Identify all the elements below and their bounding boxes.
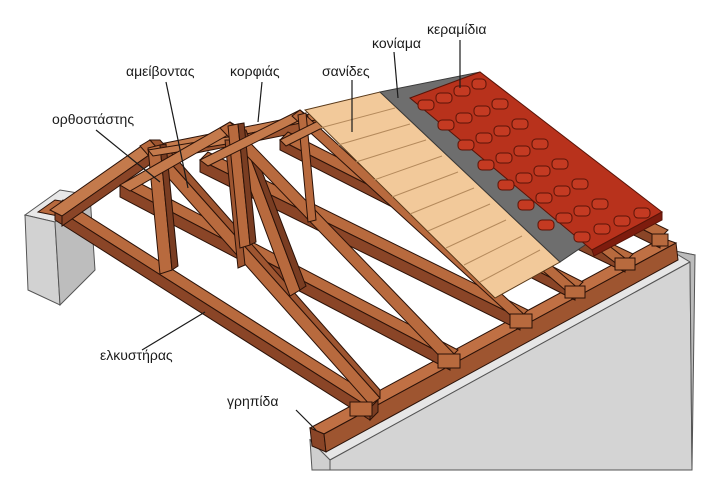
label-orthostatis: ορθοστάστης [52, 111, 134, 127]
label-grypida: γρηπίδα [227, 393, 278, 409]
labels: ορθοστάστης αμείβοντας κορφιάς σανίδες κ… [52, 21, 486, 409]
roof-tiles [409, 71, 663, 257]
label-elkystiras: ελκυστήρας [100, 347, 173, 363]
leader-lines [95, 40, 461, 431]
label-korfias: κορφιάς [230, 63, 280, 79]
label-koniama: κονίαμα [372, 35, 421, 51]
label-ameivontas: αμείβοντας [126, 63, 195, 79]
label-sanides: σανίδες [322, 63, 370, 79]
roof-planks [304, 91, 561, 299]
label-keramidia: κεραμίδια [427, 21, 486, 37]
beam-ends [349, 233, 669, 417]
